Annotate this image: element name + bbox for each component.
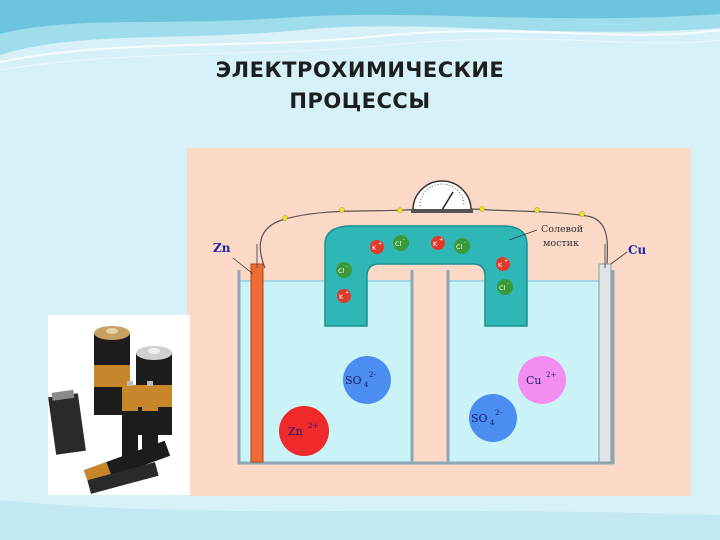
battery-aa-1 bbox=[122, 381, 138, 459]
salt-bridge-label-2: мостик bbox=[543, 238, 579, 249]
ion-k-4: K+ bbox=[337, 289, 351, 303]
svg-text:-: - bbox=[464, 240, 466, 246]
svg-text:Cl: Cl bbox=[456, 243, 463, 251]
svg-text:+: + bbox=[345, 290, 349, 296]
svg-text:Cl: Cl bbox=[338, 267, 345, 275]
ion-cl-3: Cl- bbox=[336, 262, 352, 278]
cu-electrode-label: Cu bbox=[628, 243, 647, 257]
batteries-photo bbox=[48, 315, 190, 495]
svg-text:+: + bbox=[439, 237, 443, 243]
ion-cl-4: Cl- bbox=[497, 279, 513, 295]
svg-text:K: K bbox=[372, 244, 377, 252]
svg-text:+: + bbox=[378, 241, 382, 247]
slide-title: ЭЛЕКТРОХИМИЧЕСКИЕ ПРОЦЕССЫ bbox=[150, 55, 570, 117]
svg-text:K: K bbox=[339, 293, 344, 301]
svg-text:SO: SO bbox=[345, 374, 362, 387]
ion-cl-1: Cl- bbox=[393, 235, 409, 251]
ion-so4-right: SO 4 2- bbox=[469, 394, 517, 442]
svg-text:4: 4 bbox=[490, 419, 495, 427]
ion-zn-2plus: Zn 2+ bbox=[279, 406, 329, 456]
zn-electrode-label: Zn bbox=[213, 241, 231, 255]
svg-text:-: - bbox=[403, 237, 405, 243]
ion-cl-2: Cl- bbox=[454, 238, 470, 254]
svg-text:SO: SO bbox=[471, 412, 488, 425]
ion-k-2: K+ bbox=[431, 236, 445, 250]
copper-electrode bbox=[599, 264, 611, 462]
svg-text:-: - bbox=[346, 264, 348, 270]
svg-text:K: K bbox=[433, 240, 438, 248]
svg-text:2+: 2+ bbox=[546, 371, 556, 379]
ion-cu-2plus: Cu 2+ bbox=[518, 356, 566, 404]
svg-text:2+: 2+ bbox=[308, 422, 318, 430]
title-line-1: ЭЛЕКТРОХИМИЧЕСКИЕ bbox=[150, 55, 570, 86]
svg-text:Zn: Zn bbox=[288, 425, 303, 438]
galvanic-cell-diagram: Zn Cu Солевой мостик K+ K+ K+ K+ Cl- Cl-… bbox=[187, 148, 691, 496]
ion-k-1: K+ bbox=[370, 240, 384, 254]
title-line-2: ПРОЦЕССЫ bbox=[150, 86, 570, 117]
svg-text:+: + bbox=[504, 258, 508, 264]
svg-text:2-: 2- bbox=[369, 371, 376, 379]
svg-text:-: - bbox=[507, 281, 509, 287]
svg-text:K: K bbox=[498, 261, 503, 269]
ion-k-3: K+ bbox=[496, 257, 510, 271]
salt-bridge-label-1: Солевой bbox=[541, 224, 583, 235]
zinc-electrode bbox=[251, 264, 263, 462]
svg-text:Cl: Cl bbox=[395, 240, 402, 248]
svg-text:Cl: Cl bbox=[499, 284, 506, 292]
svg-text:Cu: Cu bbox=[526, 374, 542, 387]
svg-text:2-: 2- bbox=[495, 409, 502, 417]
svg-text:4: 4 bbox=[364, 381, 369, 389]
ion-so4-left: SO 4 2- bbox=[343, 356, 391, 404]
